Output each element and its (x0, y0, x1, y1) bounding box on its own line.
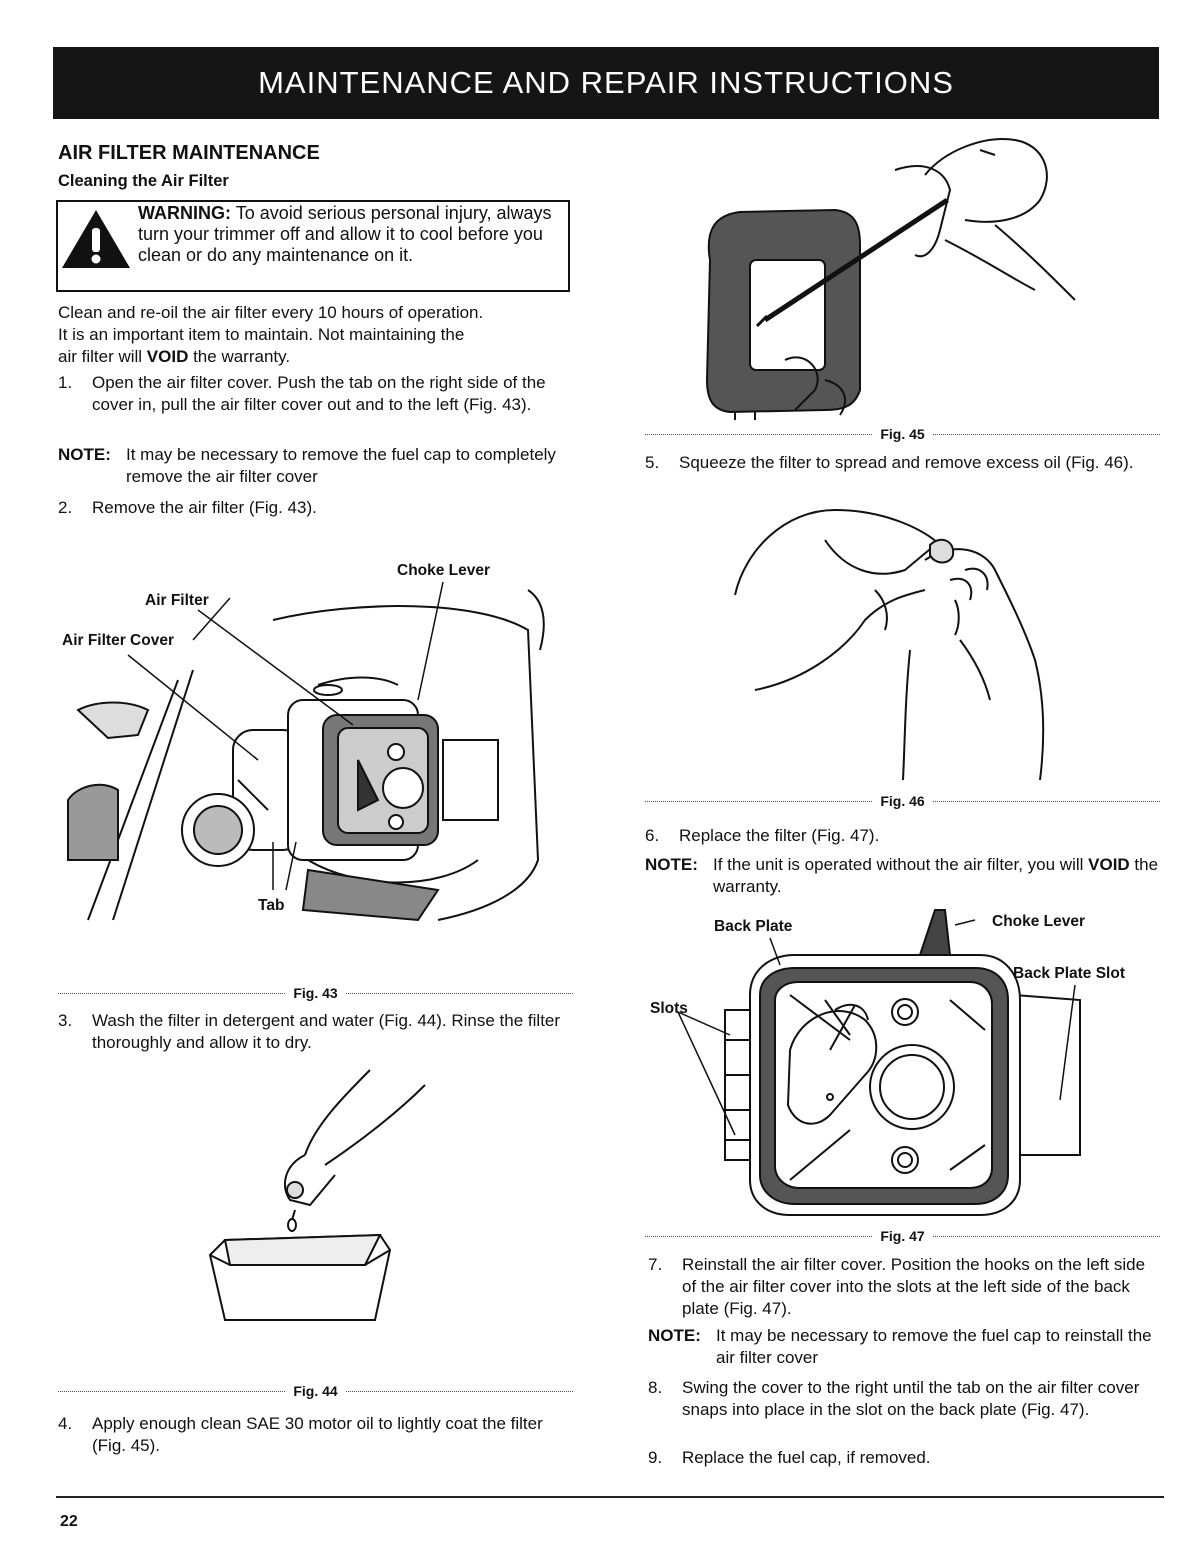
fig47-caption: Fig. 47 (645, 1228, 1161, 1244)
intro-paragraph: Clean and re-oil the air filter every 10… (58, 303, 484, 366)
warning-label: WARNING: (138, 203, 231, 223)
fig47-label-choke-lever: Choke Lever (992, 913, 1086, 930)
step-3: 3. Wash the filter in detergent and wate… (58, 1011, 561, 1052)
footer-rule (56, 1496, 1164, 1498)
step-1: 1. Open the air filter cover. Push the t… (58, 373, 546, 414)
step-8: 8. Swing the cover to the right until th… (648, 1378, 1140, 1419)
fig47-illustration (677, 909, 1081, 1216)
step-4: 4. Apply enough clean SAE 30 motor oil t… (58, 1414, 543, 1455)
note-1: NOTE: It may be necessary to remove the … (58, 445, 556, 486)
fig43-label-tab: Tab (258, 897, 285, 914)
fig44-caption: Fig. 44 (58, 1383, 574, 1399)
note-3: NOTE: It may be necessary to remove the … (648, 1326, 1152, 1367)
step-9: 9. Replace the fuel cap, if removed. (648, 1448, 931, 1467)
fig43-label-air-filter-cover: Air Filter Cover (62, 632, 174, 649)
page-header: MAINTENANCE AND REPAIR INSTRUCTIONS (53, 47, 1159, 119)
fig46-illustration (734, 508, 1045, 781)
fig43-label-choke-lever: Choke Lever (397, 562, 491, 579)
step-7: 7. Reinstall the air filter cover. Posit… (648, 1255, 1146, 1318)
page-number: 22 (60, 1513, 78, 1530)
page-title: MAINTENANCE AND REPAIR INSTRUCTIONS (258, 65, 954, 100)
step-6: 6. Replace the filter (Fig. 47). (645, 826, 880, 845)
fig43-illustration (67, 581, 545, 922)
fig47-label-back-plate: Back Plate (714, 918, 793, 935)
fig44-illustration (208, 1069, 426, 1321)
fig45-illustration (705, 138, 1076, 420)
fig47-label-back-plate-slot: Back Plate Slot (1013, 965, 1125, 982)
note-2: NOTE: If the unit is operated without th… (645, 855, 1159, 896)
section-subtitle: Cleaning the Air Filter (58, 172, 229, 190)
warning-text: WARNING: To avoid serious personal injur… (138, 203, 552, 265)
fig43-label-air-filter: Air Filter (145, 592, 209, 609)
warning-triangle-icon (62, 210, 130, 268)
fig43-caption: Fig. 43 (58, 985, 574, 1001)
fig47-label-slots: Slots (650, 1000, 688, 1017)
warning-box (56, 200, 570, 292)
section-title: AIR FILTER MAINTENANCE (58, 142, 320, 164)
step-5: 5. Squeeze the filter to spread and remo… (645, 453, 1134, 472)
fig45-caption: Fig. 45 (645, 426, 1161, 442)
step-2: 2. Remove the air filter (Fig. 43). (58, 498, 317, 517)
fig46-caption: Fig. 46 (645, 793, 1161, 809)
